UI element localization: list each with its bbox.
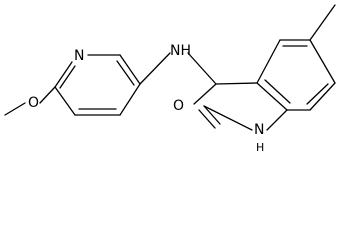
pyridine-ring (54, 54, 141, 116)
amine-nh-label: NH (170, 43, 191, 59)
c3-c2-bond (193, 83, 217, 105)
pyridine-nitrogen-label: N (74, 48, 84, 64)
pyridine-c2-n1-bond (54, 61, 73, 88)
methoxy-group (4, 86, 56, 116)
pyridine-c6-c5-bond (119, 54, 141, 85)
c7a-c3a-double (264, 79, 291, 104)
pyridine-c6-c5-double (116, 60, 135, 86)
carbonyl-bond-2 (198, 109, 216, 129)
c3-c3a-bond (215, 82, 258, 85)
n1-c7a-bond (266, 109, 288, 131)
methoxy-oxygen-label: O (28, 95, 39, 111)
amine-linker (139, 52, 217, 85)
lactam-ring (193, 82, 288, 131)
pyridine-nh-bond (139, 52, 171, 85)
carbonyl-oxygen-label: O (173, 98, 184, 114)
c6-c7-bond (309, 82, 336, 111)
c5-c6-bond (309, 39, 336, 84)
nh-c3-bond (187, 52, 217, 85)
c2-n1-bond (203, 105, 253, 131)
pyridine-c2-n1-double (59, 65, 76, 89)
methyl-bond (309, 4, 336, 41)
carbonyl-bond-1 (203, 105, 221, 125)
lactam-nitrogen-label: N (254, 122, 264, 138)
c3a-c4-bond (256, 39, 281, 84)
c6-c7-double (306, 83, 329, 105)
carbonyl-group (198, 105, 221, 129)
benzene-ring (256, 4, 336, 111)
chemical-structure: O N NH O N H (4, 4, 336, 154)
methyl-o-bond (4, 102, 26, 116)
c7a-c3a-bond (256, 82, 288, 111)
pyridine-c3-c2-bond (54, 86, 76, 116)
lactam-hydrogen-label: H (256, 141, 264, 154)
o-ring-bond (39, 86, 56, 104)
pyridine-c5-c4-bond (119, 83, 141, 116)
